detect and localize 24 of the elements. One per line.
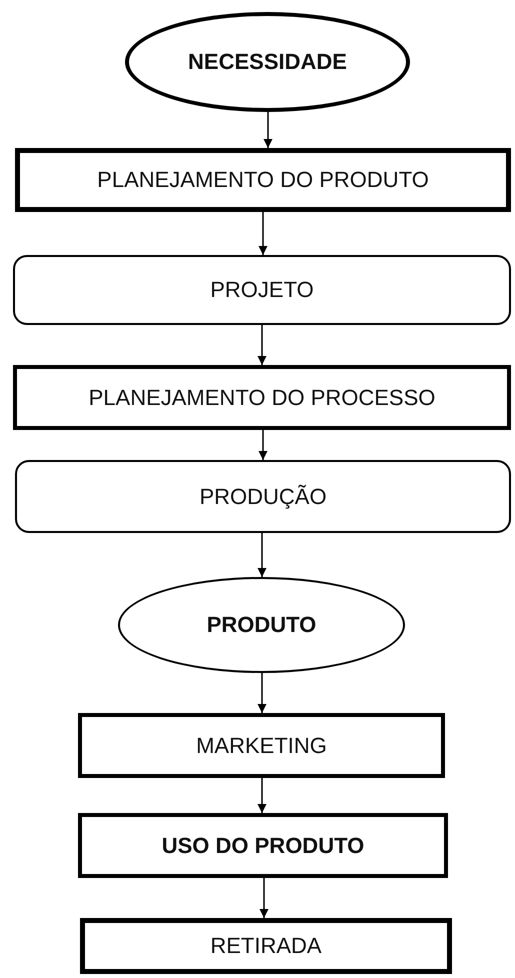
arrow: [258, 778, 266, 813]
node-label: PROJETO: [210, 276, 314, 304]
node-label: NECESSIDADE: [188, 48, 347, 76]
arrow: [264, 112, 272, 148]
node-label: MARKETING: [196, 732, 327, 760]
arrow: [258, 430, 268, 460]
arrow: [258, 673, 266, 713]
node-label: PRODUÇÃO: [199, 482, 327, 510]
node-label: PLANEJAMENTO DO PROCESSO: [88, 384, 436, 412]
rounded-process-box: [15, 460, 511, 533]
node-label: PLANEJAMENTO DO PRODUTO: [97, 166, 429, 194]
node-label: RETIRADA: [210, 932, 322, 960]
process-box: [78, 713, 445, 778]
arrow: [258, 212, 268, 255]
node-label: USO DO PRODUTO: [162, 832, 364, 860]
node-label: PRODUTO: [206, 611, 316, 639]
process-box: [13, 365, 511, 430]
arrow: [260, 878, 268, 918]
arrow: [258, 533, 266, 577]
process-box: [80, 918, 452, 974]
process-box: [78, 813, 448, 878]
arrow: [258, 325, 266, 365]
process-box: [15, 148, 511, 212]
rounded-process-box: [13, 255, 511, 325]
